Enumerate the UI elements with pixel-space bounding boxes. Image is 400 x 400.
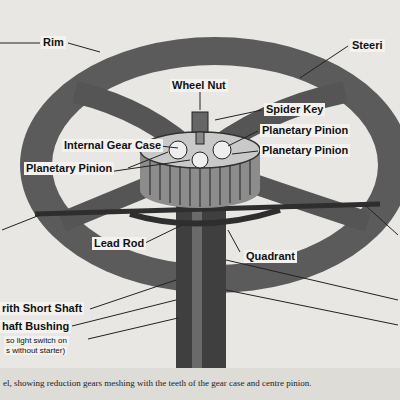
part-label: Lead Rod	[92, 237, 146, 250]
part-label: Rim	[41, 36, 66, 49]
part-label: Planetary Pinion	[260, 124, 350, 137]
part-label: Spider Key	[264, 103, 325, 116]
part-label: rith Short Shaft	[0, 302, 84, 315]
part-label: Quadrant	[244, 250, 297, 263]
part-label: s without starter)	[4, 346, 67, 355]
part-label: Steeri	[350, 39, 385, 52]
figure-caption: el, showing reduction gears meshing with…	[3, 378, 311, 389]
part-label: Planetary Pinion	[24, 162, 114, 175]
part-label: so light switch on	[4, 336, 69, 345]
part-label: Internal Gear Case	[62, 139, 163, 152]
part-label: Planetary Pinion	[260, 144, 350, 157]
part-label: Wheel Nut	[170, 79, 228, 92]
part-label: haft Bushing	[0, 320, 71, 333]
